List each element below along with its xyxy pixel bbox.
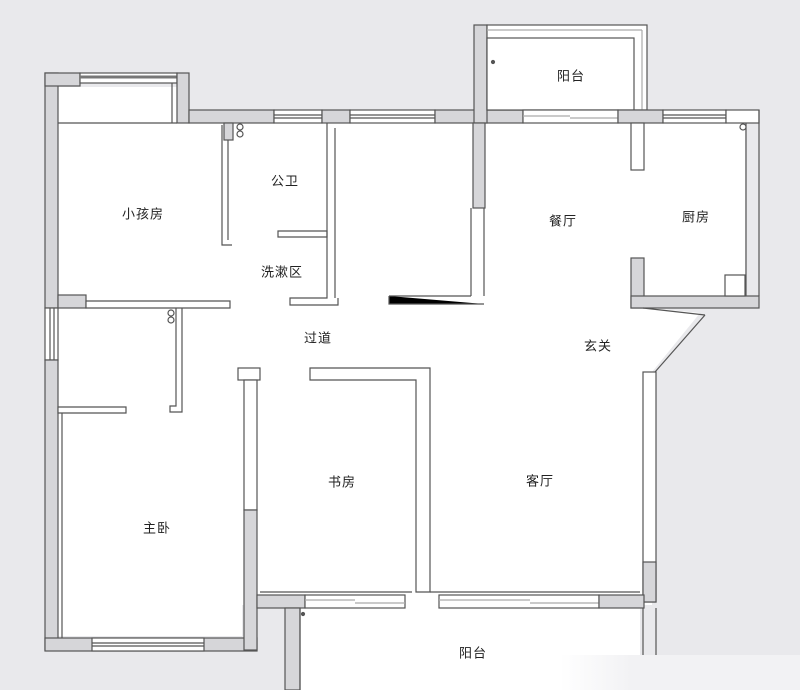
wall-west	[44, 72, 59, 309]
wall-top-bump	[176, 72, 190, 124]
window-master	[91, 637, 205, 652]
wall-master-study	[243, 379, 258, 511]
wall-top-mid2	[321, 109, 351, 124]
window-west	[44, 307, 59, 361]
room-label-balcony-north: 阳台	[556, 69, 586, 85]
room-label-foyer: 玄关	[583, 339, 613, 355]
window-top-bath	[273, 109, 323, 124]
wall-balcony-north-left	[473, 24, 488, 124]
image-fade-overlay	[560, 655, 800, 690]
room-label-study: 书房	[327, 475, 357, 491]
room-label-master-bedroom: 主卧	[142, 521, 172, 537]
wall-top-mid	[188, 109, 275, 124]
room-label-dining-room: 餐厅	[548, 214, 578, 230]
wall-dining-kitchen	[630, 122, 645, 171]
wall-column-mid	[472, 122, 486, 209]
room-label-balcony-south: 阳台	[458, 646, 488, 662]
window-top-mid	[349, 109, 436, 124]
room-label-public-bath: 公卫	[270, 174, 300, 190]
wall-top-left	[44, 72, 81, 87]
wall-west-lower	[44, 359, 59, 651]
room-label-wash-area: 洗漱区	[260, 265, 304, 281]
window-study-door	[304, 594, 406, 609]
window-kitchen	[662, 109, 727, 124]
room-label-hallway: 过道	[303, 331, 333, 347]
wall-top-kitchen	[617, 109, 664, 124]
interior-floor	[58, 36, 745, 690]
room-label-living-room: 客厅	[525, 474, 555, 490]
room-label-kids-room: 小孩房	[121, 207, 165, 223]
wall-kitchen-corner	[725, 109, 760, 124]
wall-kids-bottom	[57, 294, 87, 309]
door-living-balcony	[438, 594, 600, 609]
room-label-kitchen: 厨房	[681, 210, 711, 226]
